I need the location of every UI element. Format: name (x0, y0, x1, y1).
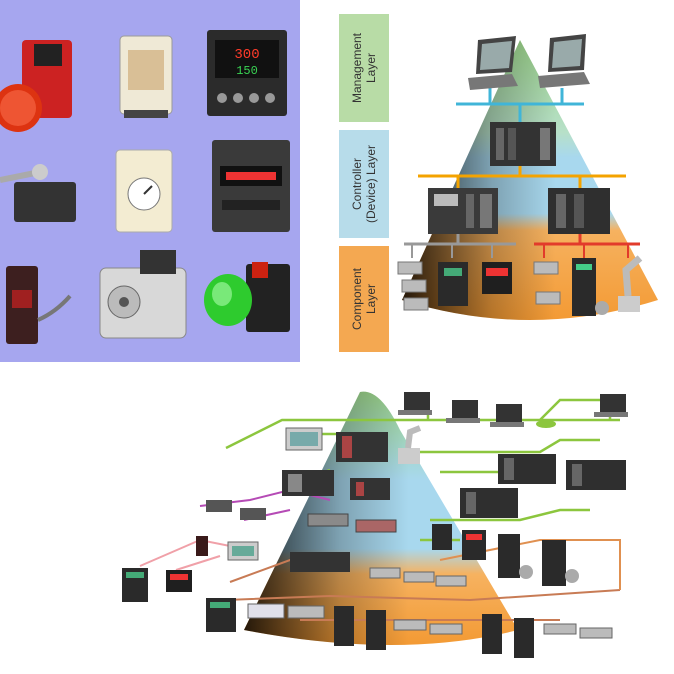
upper-pyramid (402, 40, 658, 320)
laptop-icon (468, 36, 518, 90)
inverter-icon (438, 262, 468, 306)
io-module-icon (393, 619, 613, 639)
plc-icon (350, 478, 390, 500)
laptop-icon (538, 34, 590, 88)
temperature-controller-icon (482, 262, 512, 294)
inverter-icon (462, 530, 486, 560)
robot-icon (618, 255, 643, 312)
plc-icon (460, 488, 518, 518)
hmi-icon (285, 427, 323, 451)
temperature-controller-icon: 300 150 (207, 30, 287, 116)
digital-panel-icon (212, 140, 290, 232)
plc-icon (428, 188, 498, 234)
servo-drive-icon (498, 534, 533, 579)
plc-icon (490, 122, 556, 166)
management-network (456, 88, 584, 124)
lower-pyramid (244, 391, 518, 645)
product-grid-panel: 300 150 (0, 0, 300, 362)
temp-pv-readout: 300 (234, 47, 259, 63)
switch-hub-icon (536, 420, 556, 428)
plc-icon (548, 188, 610, 234)
component-network (404, 234, 640, 258)
servo-drive-icon (572, 258, 609, 316)
controller-network (418, 166, 626, 190)
relay-icon (119, 35, 173, 118)
limit-switch-icon (0, 164, 76, 222)
io-module-icon (533, 261, 561, 305)
plc-icon (290, 552, 350, 572)
photo-sensor-icon (6, 266, 72, 344)
io-module-icon (247, 603, 325, 619)
servo-drive-icon (334, 606, 534, 658)
laptop-icon (446, 400, 480, 423)
servo-drive-icon (542, 540, 579, 586)
plc-icon (498, 454, 556, 484)
laptop-icon (490, 404, 524, 427)
inverter-icon (122, 568, 148, 602)
inverter-icon (206, 598, 236, 632)
temperature-controller-icon (166, 570, 192, 592)
plc-icon (336, 432, 388, 462)
timer-icon (115, 149, 173, 233)
pilot-light-icon (204, 262, 290, 332)
hmi-icon (227, 541, 259, 561)
pushbutton-icon (0, 40, 72, 132)
photo-sensor-icon (196, 536, 208, 556)
plc-icon (282, 470, 334, 496)
io-module-icon (307, 513, 397, 533)
laptop-icon (594, 394, 628, 417)
plc-icon (566, 460, 626, 490)
component-layer-label: Component Layer (339, 246, 389, 352)
laptop-icon (398, 392, 432, 415)
io-module-icon (397, 261, 429, 311)
product-grid: 300 150 (0, 30, 290, 344)
robot-icon (398, 425, 422, 464)
inverter-icon (432, 524, 452, 550)
temp-sv-readout: 150 (236, 64, 258, 78)
management-layer-label: Management Layer (339, 14, 389, 122)
controller-layer-label: Controller (Device) Layer (339, 130, 389, 238)
servo-motor-icon (99, 250, 187, 339)
io-module-icon (369, 567, 467, 587)
io-module-icon (206, 500, 266, 520)
